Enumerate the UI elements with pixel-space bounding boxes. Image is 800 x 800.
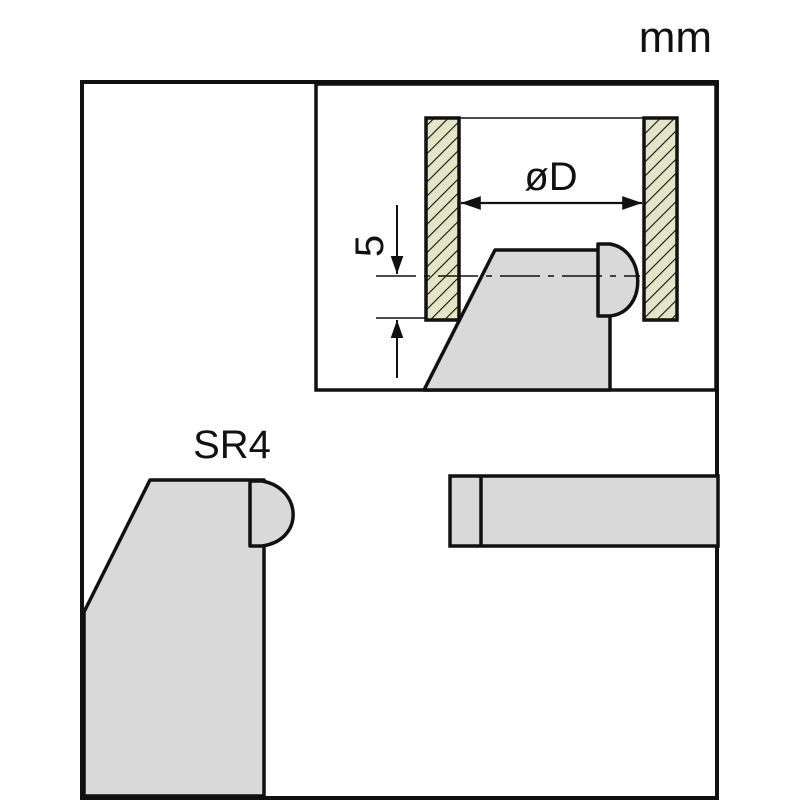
outer-frame — [80, 80, 719, 800]
inset-spherical-tip — [596, 242, 640, 318]
spindle-bar — [448, 474, 720, 548]
bore-diameter-label: øD — [524, 155, 577, 199]
spherical-tip-sr4 — [248, 479, 295, 548]
bore-wall-right — [642, 116, 679, 322]
unit-label: mm — [639, 13, 712, 62]
offset-label: 5 — [348, 235, 392, 257]
bore-wall-left — [424, 116, 461, 322]
tip-radius-label: SR4 — [193, 423, 271, 467]
anvil-body — [82, 478, 266, 798]
